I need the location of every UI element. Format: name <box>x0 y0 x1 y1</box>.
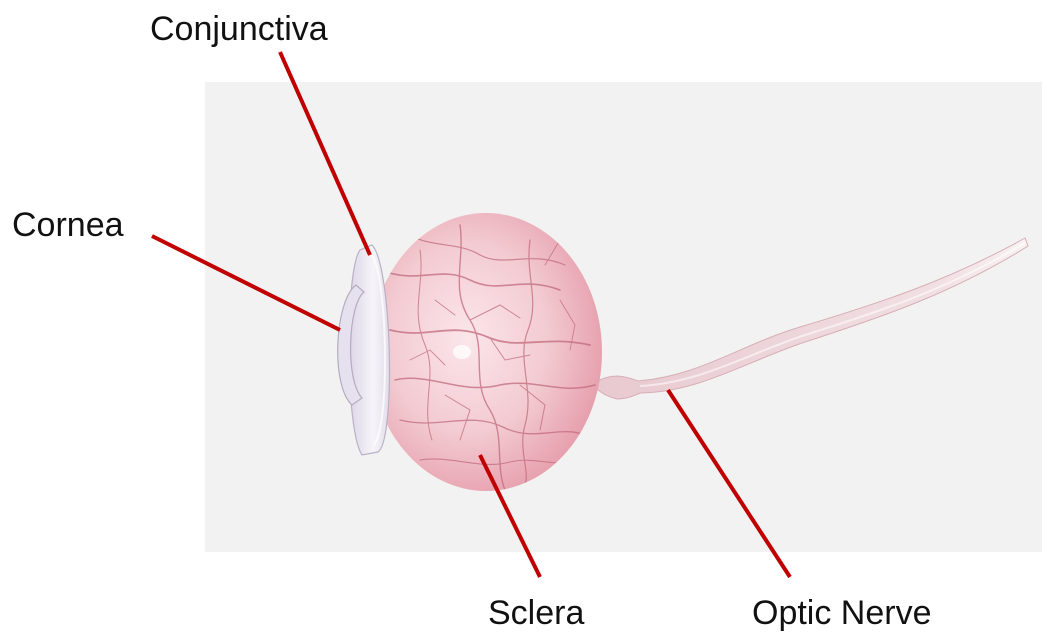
label-optic-nerve: Optic Nerve <box>752 594 932 632</box>
label-cornea: Cornea <box>12 206 124 244</box>
sclera <box>370 213 602 491</box>
label-conjunctiva: Conjunctiva <box>150 10 328 48</box>
label-sclera: Sclera <box>488 594 584 632</box>
background-panel <box>205 82 1042 552</box>
